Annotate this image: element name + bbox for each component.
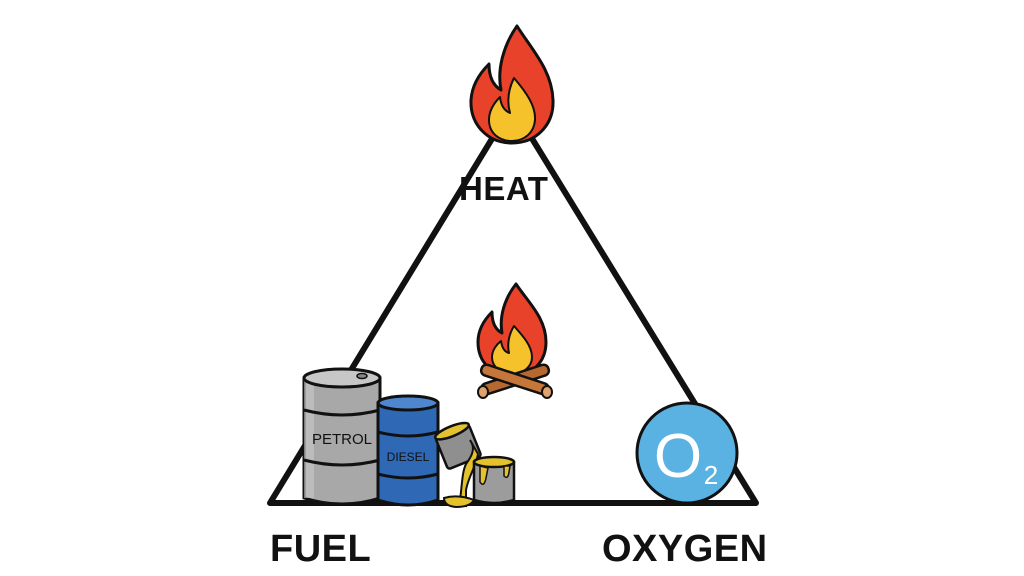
heat-label: HEAT xyxy=(459,170,549,207)
paint-can-icon xyxy=(472,455,516,505)
campfire-icon xyxy=(476,282,553,399)
fire-triangle xyxy=(267,103,759,506)
petrol-label: PETROL xyxy=(312,431,372,448)
paint-can-icon xyxy=(433,421,482,509)
oxygen-symbol-letter: O xyxy=(654,422,702,491)
petrol-barrel-icon: PETROL xyxy=(302,367,382,506)
flame-icon xyxy=(469,24,555,145)
oxygen-molecule-icon: O 2 xyxy=(635,401,739,505)
oxygen-label: OXYGEN xyxy=(602,528,768,570)
log-icon xyxy=(477,363,553,399)
diesel-barrel-icon: DIESEL xyxy=(376,394,440,507)
diesel-label: DIESEL xyxy=(387,450,430,464)
oxygen-symbol-subscript: 2 xyxy=(704,460,718,490)
fuel-label: FUEL xyxy=(270,528,372,570)
